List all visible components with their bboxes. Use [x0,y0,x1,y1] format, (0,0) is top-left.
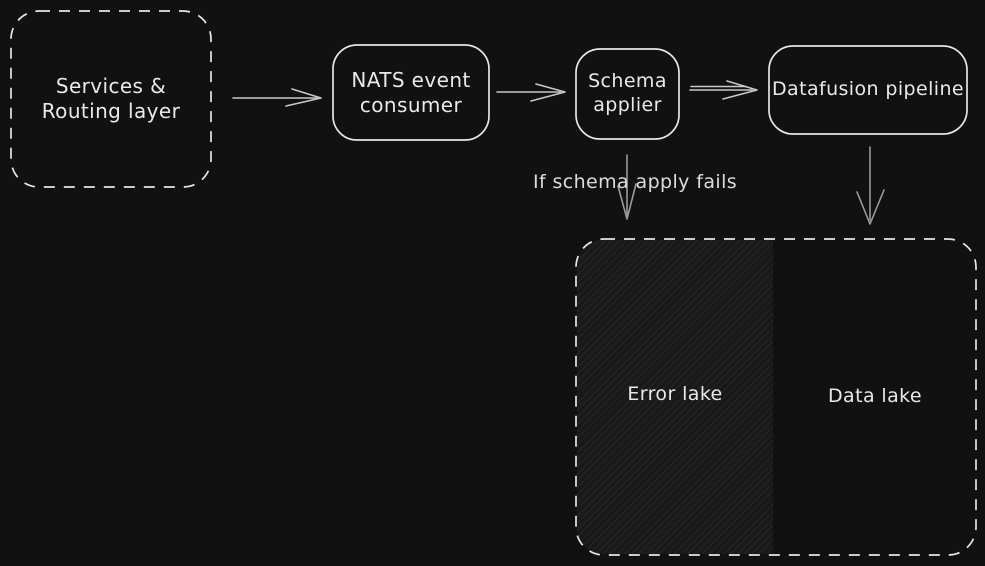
error-lake-label: Error lake [627,383,723,406]
arrow-services-to-nats [232,88,322,107]
arrow-schema-to-error-lake [617,154,637,220]
services-routing-label: Services & Routing layer [41,74,181,123]
nats-consumer-box [332,44,490,141]
data-lake-label: Data lake [828,385,922,408]
lakes-container-box [575,238,977,556]
datafusion-pipeline-label: Datafusion pipeline [772,78,964,101]
schema-applier-label: Schema applier [588,70,667,116]
schema-fail-annotation: If schema apply fails [532,171,738,193]
arrow-datafusion-to-data-lake [856,146,885,225]
schema-applier-box [575,48,680,140]
nats-consumer-label: NATS event consumer [351,67,471,117]
datafusion-pipeline-box [768,45,968,135]
arrow-nats-to-schema [496,83,566,102]
arrow-schema-to-datafusion [689,80,758,100]
services-routing-box [10,10,212,188]
error-lake-hatch-region [577,240,773,554]
